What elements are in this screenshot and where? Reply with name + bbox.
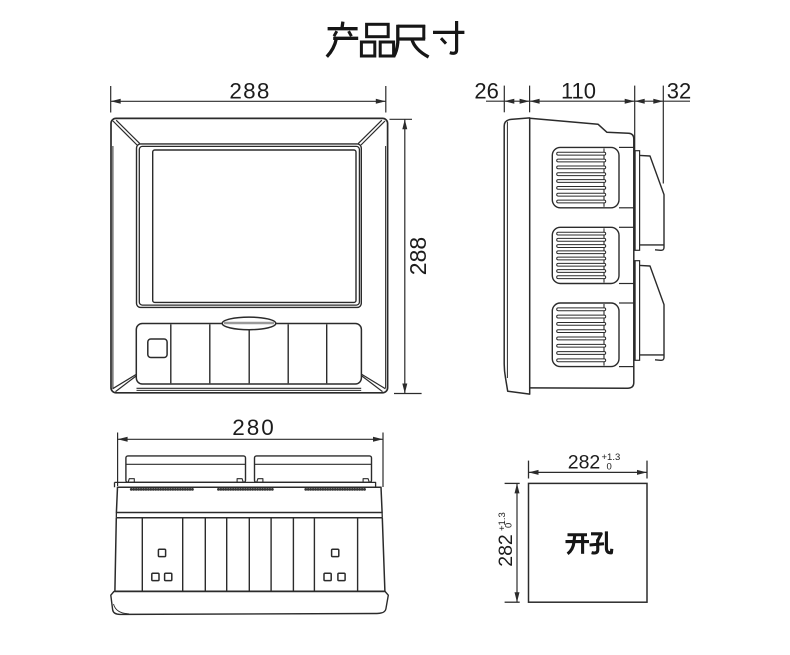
svg-text:282: 282 — [568, 452, 601, 474]
svg-text:280: 280 — [232, 415, 276, 440]
svg-text:110: 110 — [561, 78, 596, 103]
svg-text:+1.3: +1.3 — [602, 452, 621, 463]
svg-text:0: 0 — [504, 523, 515, 528]
svg-text:282: 282 — [495, 534, 517, 567]
svg-text:32: 32 — [667, 78, 691, 103]
svg-text:288: 288 — [229, 79, 270, 104]
svg-text:+1.3: +1.3 — [497, 512, 508, 531]
svg-text:288: 288 — [405, 237, 431, 275]
svg-text:26: 26 — [474, 78, 498, 103]
svg-text:0: 0 — [607, 461, 612, 472]
